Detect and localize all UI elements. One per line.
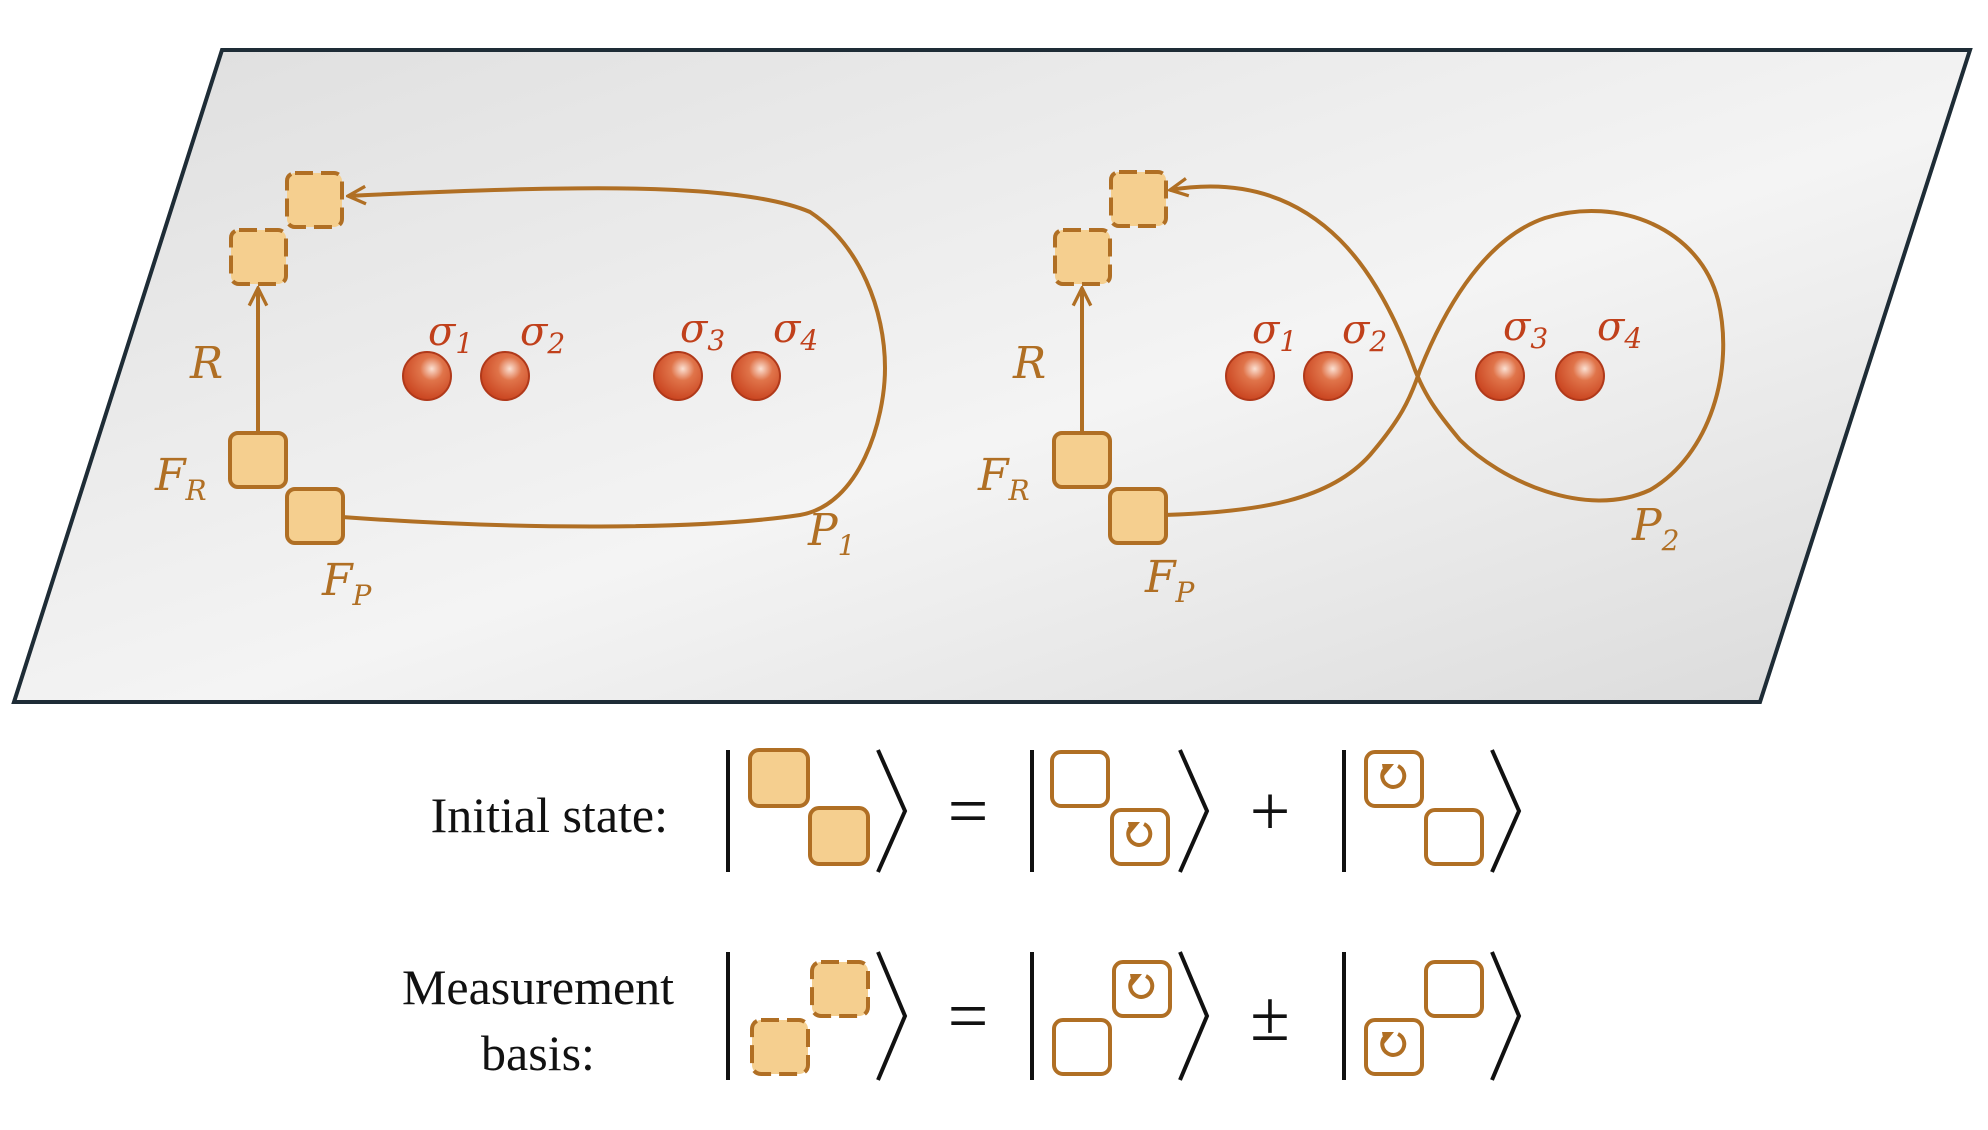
ket-square: [1364, 750, 1424, 808]
ket-square: [1112, 960, 1172, 1018]
anyon-sigma-1: [402, 351, 452, 401]
p1-label: P1: [807, 505, 855, 562]
ket-square: [810, 960, 870, 1018]
sigma-3-label: σ3: [1503, 304, 1548, 355]
fusion-square-fp: [1108, 487, 1168, 545]
fp-label: FP: [321, 555, 373, 612]
ket-square: [1364, 1018, 1424, 1076]
rotation-icon: [1380, 764, 1407, 789]
moved-square-lower: [1053, 228, 1112, 286]
fusion-square-fp: [285, 487, 345, 545]
ket-initial-filled: [726, 748, 908, 873]
initial-state-equation: Initial state: = +: [431, 748, 1522, 873]
plane: [11, 48, 1973, 704]
ket-square: [1424, 808, 1484, 866]
fp-label: FP: [1144, 552, 1196, 609]
plus-sign: +: [1250, 771, 1291, 851]
ket-measurement-term-a: [1030, 951, 1210, 1081]
r-label: R: [1012, 338, 1046, 389]
measurement-label-line1: Measurement: [402, 959, 674, 1015]
sigma-1-label: σ1: [1252, 307, 1297, 358]
ket-square: [1424, 960, 1484, 1018]
measurement-basis-equation: Measurement basis: = ±: [402, 951, 1522, 1081]
anyon-sigma-1: [1225, 351, 1275, 401]
p2-label: P2: [1631, 500, 1679, 557]
fusion-square-fr: [228, 431, 288, 489]
anyon-sigma-2: [480, 351, 530, 401]
anyon-sigma-3: [1475, 351, 1525, 401]
ket-square: [808, 806, 870, 866]
rotation-icon: [1126, 822, 1153, 847]
ket-measurement-dashed: [726, 951, 908, 1081]
moved-square-upper: [285, 171, 344, 229]
sigma-4-label: σ4: [773, 306, 818, 357]
sigma-3-label: σ3: [680, 306, 725, 357]
anyon-sigma-2: [1303, 351, 1353, 401]
ket-initial-term-b: [1342, 749, 1522, 873]
anyon-sigma-4: [1555, 351, 1605, 401]
rotation-icon: [1380, 1032, 1407, 1057]
r-label: R: [189, 338, 223, 389]
sigma-2-label: σ2: [1342, 307, 1387, 358]
ket-square: [748, 748, 810, 808]
equals-sign: =: [948, 771, 989, 851]
equals-sign: =: [948, 976, 989, 1056]
measurement-label-line2: basis:: [481, 1025, 595, 1081]
rotation-icon: [1128, 974, 1155, 999]
ket-square: [1052, 1018, 1112, 1076]
path-p2: [1163, 187, 1726, 517]
fr-label: FR: [154, 450, 207, 507]
moved-square-lower: [229, 228, 288, 286]
sigma-1-label: σ1: [428, 309, 473, 360]
ket-square: [1110, 808, 1170, 866]
initial-state-label: Initial state:: [431, 787, 668, 843]
ket-square: [1050, 750, 1110, 808]
diagram-1: σ1 σ2 σ3 σ4 R FR FP P1: [154, 171, 888, 612]
anyon-sigma-3: [653, 351, 703, 401]
sigma-2-label: σ2: [520, 309, 565, 360]
moved-square-upper: [1109, 170, 1168, 228]
ket-square: [750, 1018, 810, 1076]
fusion-square-fr: [1052, 431, 1112, 489]
fr-label: FR: [977, 450, 1030, 507]
anyon-sigma-4: [731, 351, 781, 401]
plus-minus-sign: ±: [1250, 976, 1290, 1056]
diagram-2: σ1 σ2 σ3 σ4 R FR FP P2: [977, 170, 1726, 609]
ket-measurement-term-b: [1342, 951, 1522, 1081]
path-p1: [341, 188, 888, 529]
ket-initial-term-a: [1030, 749, 1210, 873]
sigma-4-label: σ4: [1597, 304, 1642, 355]
